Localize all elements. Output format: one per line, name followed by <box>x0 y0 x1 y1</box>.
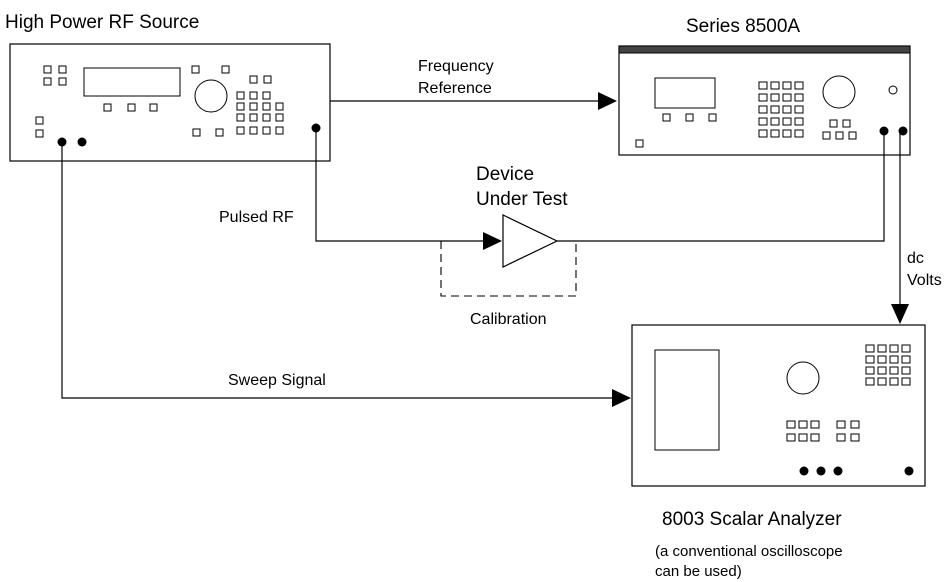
calibration-label: Calibration <box>470 311 546 328</box>
dut-output-wire <box>557 131 885 242</box>
series-8500a-knob-icon <box>822 75 856 109</box>
rf-source-knob-icon <box>194 79 228 113</box>
amplifier-triangle-icon <box>502 214 559 268</box>
arrow-right-icon <box>598 92 617 110</box>
arrow-right-icon <box>612 389 631 407</box>
scalar-analyzer-note-line1: (a conventional oscilloscope <box>655 543 843 560</box>
scalar-analyzer-connector <box>904 466 914 476</box>
series-8500a-display <box>654 77 716 109</box>
dc-volts-label-line1: dc <box>907 250 924 267</box>
dc-volts-wire <box>891 131 909 324</box>
pulsed-rf-wire <box>315 128 502 250</box>
sweep-signal-wire <box>61 142 631 407</box>
scalar-analyzer-screen <box>654 349 720 451</box>
scalar-analyzer-note-line2: can be used) <box>655 563 742 580</box>
series-8500a-instrument <box>618 45 911 156</box>
dut-amplifier <box>502 214 559 268</box>
scalar-analyzer-connector <box>799 466 809 476</box>
dut-label-line2: Under Test <box>476 189 568 210</box>
series-8500a-indicator-icon <box>888 85 898 95</box>
dc-volts-label-line2: Volts <box>907 272 942 289</box>
scalar-analyzer-connector <box>816 466 826 476</box>
rf-source-title: High Power RF Source <box>5 12 199 33</box>
sweep-signal-label: Sweep Signal <box>228 372 326 389</box>
rf-source-keypad <box>236 75 284 135</box>
series-8500a-dc-out-connector <box>898 126 908 136</box>
scalar-analyzer-connector <box>833 466 843 476</box>
dut-label-line1: Device <box>476 164 534 185</box>
pulsed-rf-label: Pulsed RF <box>219 209 294 226</box>
frequency-reference-label-line2: Reference <box>418 80 492 97</box>
rf-source-connector <box>77 137 87 147</box>
rf-source-display <box>83 67 181 97</box>
series-8500a-title: Series 8500A <box>686 16 800 37</box>
scalar-analyzer-instrument <box>631 324 926 487</box>
calibration-bypass-outline <box>440 241 577 297</box>
frequency-reference-label-line1: Frequency <box>418 58 494 75</box>
scalar-analyzer-knob-icon <box>786 361 820 395</box>
series-8500a-keypad <box>758 81 804 138</box>
arrow-right-icon <box>483 232 502 250</box>
frequency-reference-wire <box>330 92 617 110</box>
scalar-analyzer-keypad <box>865 344 911 386</box>
arrow-down-icon <box>891 304 909 324</box>
rf-source-instrument <box>9 43 331 162</box>
scalar-analyzer-title: 8003 Scalar Analyzer <box>662 509 842 530</box>
